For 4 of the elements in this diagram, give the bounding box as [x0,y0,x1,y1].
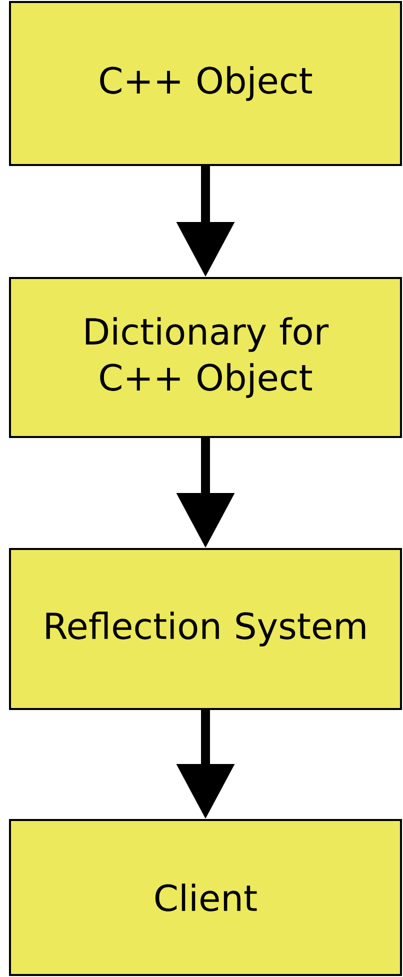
process-box: Dictionary for C++ Object [9,277,402,438]
process-box: Reflection System [9,548,402,710]
process-box: C++ Object [9,1,402,166]
process-box: Client [9,819,402,976]
